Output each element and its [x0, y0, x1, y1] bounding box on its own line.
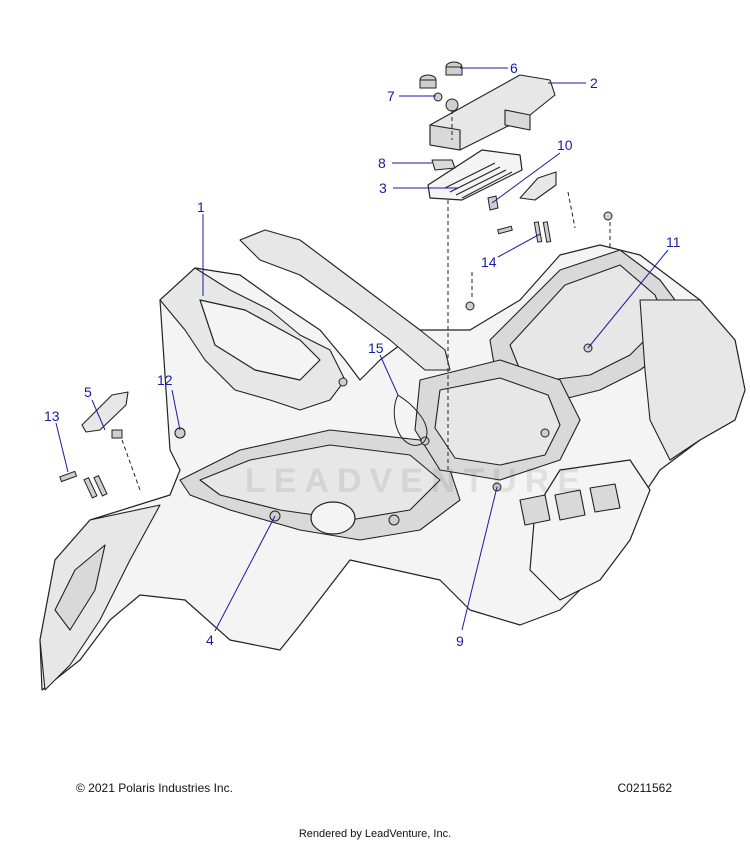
latch-part	[431, 159, 456, 171]
callout-7: 7	[387, 88, 395, 104]
callout-3: 3	[379, 180, 387, 196]
copyright-notice: © 2021 Polaris Industries Inc.	[76, 781, 233, 795]
callout-13: 13	[44, 408, 60, 424]
rack-plate-assembly	[419, 61, 556, 151]
callout-2: 2	[590, 75, 598, 91]
callout-5: 5	[84, 384, 92, 400]
callout-6: 6	[510, 60, 518, 76]
handle-part-right	[519, 171, 557, 201]
callout-9: 9	[456, 633, 464, 649]
callout-4: 4	[206, 632, 214, 648]
callout-1: 1	[197, 199, 205, 215]
rendered-by-notice: Rendered by LeadVenture, Inc.	[298, 828, 452, 840]
tray-ribs	[444, 162, 513, 199]
diagram-id: C0211562	[617, 781, 673, 795]
callout-11: 11	[666, 234, 681, 250]
callout-8: 8	[378, 155, 386, 171]
callout-15: 15	[368, 340, 384, 356]
watermark: LEADVENTURE	[245, 462, 588, 500]
handle-part-left	[81, 391, 129, 433]
tray-part	[427, 149, 523, 201]
callout-labels: 1 2 3 4 5 6 7 8 9 10 11 12 13 14 15	[44, 60, 681, 649]
callout-14: 14	[481, 254, 497, 270]
callout-10: 10	[557, 137, 573, 153]
clip-part	[487, 195, 499, 211]
clip-13	[59, 470, 78, 483]
rear-cab-body	[39, 229, 746, 691]
callout-12: 12	[157, 372, 173, 388]
assembly-lines	[121, 110, 611, 491]
cable-part	[393, 394, 428, 446]
callout-leaders	[55, 67, 669, 632]
